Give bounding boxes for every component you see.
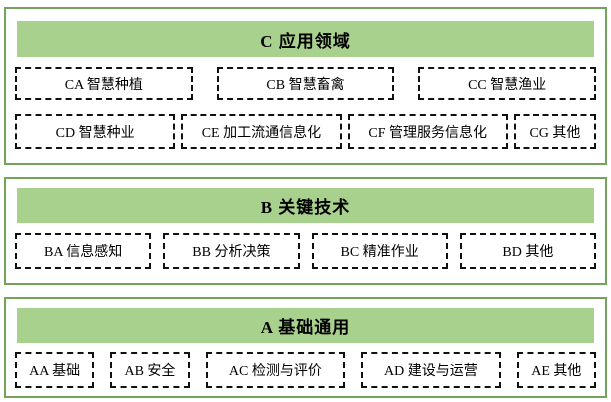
node-ae: AE 其他 xyxy=(516,352,596,388)
node-bd: BD 其他 xyxy=(459,233,596,269)
node-ab: AB 安全 xyxy=(110,352,190,388)
node-ca: CA 智慧种植 xyxy=(15,67,193,100)
section-c-row-2: CD 智慧种业 CE 加工流通信息化 CF 管理服务信息化 CG 其他 xyxy=(15,114,596,149)
section-c-application-domain: C 应用领域 CA 智慧种植 CB 智慧畜禽 CC 智慧渔业 CD 智慧种业 C… xyxy=(4,7,607,165)
node-aa: AA 基础 xyxy=(15,352,95,388)
node-cg: CG 其他 xyxy=(513,114,596,149)
node-bb: BB 分析决策 xyxy=(163,233,300,269)
node-cf: CF 管理服务信息化 xyxy=(347,114,508,149)
section-c-row-1: CA 智慧种植 CB 智慧畜禽 CC 智慧渔业 xyxy=(15,67,597,100)
section-a-row-1: AA 基础 AB 安全 AC 检测与评价 AD 建设与运营 AE 其他 xyxy=(15,352,596,388)
node-cb: CB 智慧畜禽 xyxy=(216,67,395,100)
node-ad: AD 建设与运营 xyxy=(361,352,501,388)
section-b-key-technologies: B 关键技术 BA 信息感知 BB 分析决策 BC 精准作业 BD 其他 xyxy=(4,177,607,285)
node-bc: BC 精准作业 xyxy=(311,233,448,269)
node-ac: AC 检测与评价 xyxy=(205,352,346,388)
node-cc: CC 智慧渔业 xyxy=(418,67,597,100)
section-a-basic-general: A 基础通用 AA 基础 AB 安全 AC 检测与评价 AD 建设与运营 AE … xyxy=(4,297,607,398)
section-c-header: C 应用领域 xyxy=(17,21,594,57)
section-b-header: B 关键技术 xyxy=(17,188,594,223)
section-b-row-1: BA 信息感知 BB 分析决策 BC 精准作业 BD 其他 xyxy=(15,233,596,269)
standards-framework-diagram: C 应用领域 CA 智慧种植 CB 智慧畜禽 CC 智慧渔业 CD 智慧种业 C… xyxy=(4,7,607,398)
node-ba: BA 信息感知 xyxy=(15,233,152,269)
node-cd: CD 智慧种业 xyxy=(15,114,176,149)
section-a-header: A 基础通用 xyxy=(17,308,594,343)
node-ce: CE 加工流通信息化 xyxy=(181,114,342,149)
